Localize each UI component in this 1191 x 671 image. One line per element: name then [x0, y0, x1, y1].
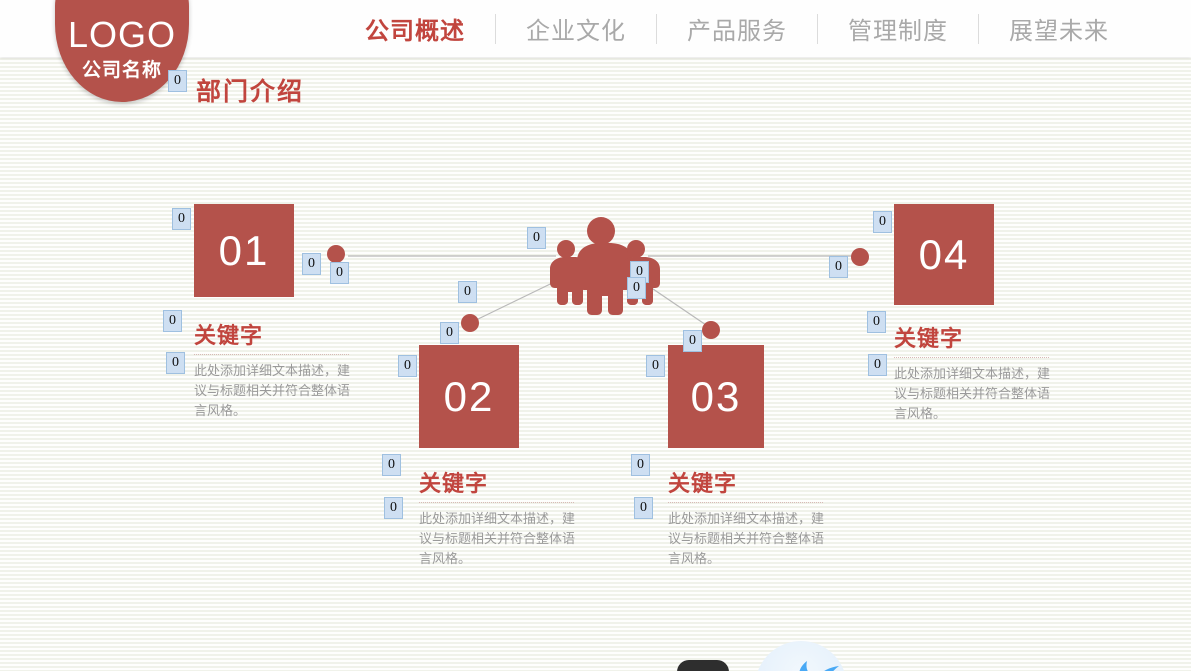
logo-text: LOGO [67, 14, 177, 55]
company-logo[interactable]: LOGO 公司名称 [55, 0, 189, 102]
marker-badge-9[interactable]: 0 [398, 355, 417, 377]
number-box-03: 03 [668, 345, 764, 448]
divider-02 [419, 502, 574, 503]
keyword-title-01: 关键字 [194, 323, 264, 348]
nav-item-company-overview[interactable]: 公司概述 [365, 18, 465, 45]
description-01: 此处添加详细文本描述，建议与标题相关并符合整体语言风格。 [194, 363, 351, 419]
marker-badge-11[interactable]: 0 [384, 497, 403, 519]
logo-subtitle: 公司名称 [81, 60, 162, 81]
description-02: 此处添加详细文本描述，建议与标题相关并符合整体语言风格。 [419, 511, 576, 567]
nav-divider [978, 13, 979, 44]
divider-03 [668, 502, 823, 503]
marker-badge-20[interactable]: 0 [867, 311, 886, 333]
marker-badge-5[interactable]: 0 [330, 262, 349, 284]
endpoint-dot-03 [702, 321, 720, 339]
marker-badge-7[interactable]: 0 [458, 281, 477, 303]
marker-badge-8[interactable]: 0 [440, 322, 459, 344]
keyword-title-02: 关键字 [419, 471, 489, 496]
marker-badge-19[interactable]: 0 [829, 256, 848, 278]
content-block-02: 02 关键字 此处添加详细文本描述，建议与标题相关并符合整体语言风格。 [419, 345, 584, 569]
marker-badge-21[interactable]: 0 [868, 354, 887, 376]
divider-01 [194, 354, 349, 355]
marker-badge-1[interactable]: 0 [172, 208, 191, 230]
marker-badge-14[interactable]: 0 [646, 355, 665, 377]
number-box-04: 04 [894, 204, 994, 305]
page-title: 部门介绍 [196, 78, 305, 106]
marker-badge-18[interactable]: 0 [873, 211, 892, 233]
header-bar [0, 0, 1191, 57]
description-03: 此处添加详细文本描述，建议与标题相关并符合整体语言风格。 [668, 511, 825, 567]
nav-item-product-service[interactable]: 产品服务 [687, 18, 787, 45]
endpoint-dot-02 [461, 314, 479, 332]
marker-badge-2[interactable]: 0 [163, 310, 182, 332]
bird-icon [799, 661, 839, 671]
bird-logo-circle [755, 641, 847, 671]
keyword-title-04: 关键字 [894, 326, 964, 351]
nav-divider [495, 13, 496, 44]
marker-badge-15[interactable]: 0 [683, 330, 702, 352]
divider-04 [894, 357, 1049, 358]
nav-divider [656, 13, 657, 44]
nav-item-management-system[interactable]: 管理制度 [848, 18, 948, 45]
marker-badge-13[interactable]: 0 [627, 277, 646, 299]
nav-item-corporate-culture[interactable]: 企业文化 [526, 18, 626, 45]
nav-divider [817, 13, 818, 44]
content-block-01: 01 关键字 此处添加详细文本描述，建议与标题相关并符合整体语言风格。 [194, 204, 359, 421]
marker-badge-17[interactable]: 0 [634, 497, 653, 519]
endpoint-dot-01 [327, 245, 345, 263]
number-box-02: 02 [419, 345, 519, 448]
marker-badge-3[interactable]: 0 [166, 352, 185, 374]
marker-badge-10[interactable]: 0 [382, 454, 401, 476]
description-04: 此处添加详细文本描述，建议与标题相关并符合整体语言风格。 [894, 366, 1051, 422]
marker-badge-6[interactable]: 0 [527, 227, 546, 249]
content-block-03: 03 关键字 此处添加详细文本描述，建议与标题相关并符合整体语言风格。 [668, 345, 833, 569]
endpoint-dot-04 [851, 248, 869, 266]
content-block-04: 04 关键字 此处添加详细文本描述，建议与标题相关并符合整体语言风格。 [894, 204, 1059, 424]
main-navigation[interactable]: 公司概述 企业文化 产品服务 管理制度 展望未来 [335, 0, 1139, 57]
marker-badge-0[interactable]: 0 [168, 70, 187, 92]
marker-badge-4[interactable]: 0 [302, 253, 321, 275]
marker-badge-16[interactable]: 0 [631, 454, 650, 476]
bottom-dark-shape [677, 660, 729, 671]
keyword-title-03: 关键字 [668, 471, 738, 496]
nav-item-future-outlook[interactable]: 展望未来 [1009, 18, 1109, 45]
number-box-01: 01 [194, 204, 294, 297]
